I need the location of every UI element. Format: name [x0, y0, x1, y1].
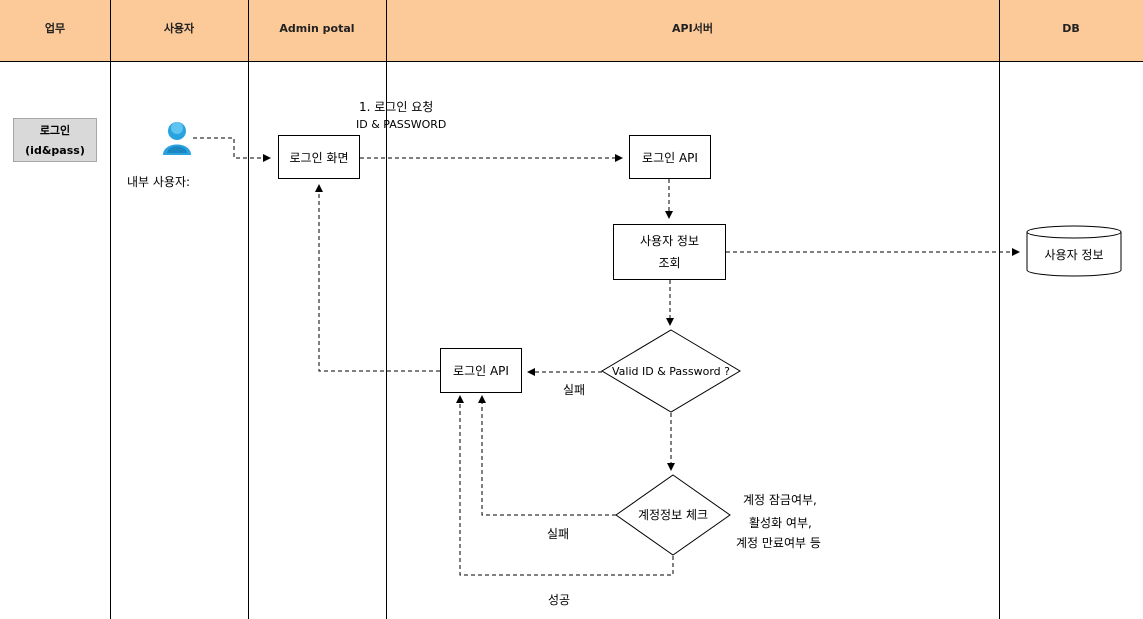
lane-divider: [386, 0, 387, 619]
node-login-api-top: 로그인 API: [629, 135, 711, 179]
task-login: 로그인 (id&pass): [13, 118, 97, 162]
lane-divider: [248, 0, 249, 619]
edge-label-login-request: 1. 로그인 요청: [359, 100, 434, 114]
edge-label-fail-2: 실패: [547, 527, 570, 541]
lane-divider: [110, 0, 111, 619]
node-user-query-line1: 사용자 정보: [639, 234, 699, 248]
user-icon: [163, 122, 191, 155]
swimlane-header: [0, 0, 1143, 61]
db-user-info-label: 사용자 정보: [1044, 248, 1103, 262]
lane-header-task: 업무: [44, 22, 66, 35]
decision-account-check-label: 계정정보 체크: [638, 508, 708, 522]
note-account-line1: 계정 잠금여부,: [743, 493, 817, 507]
node-login-screen-label: 로그인 화면: [289, 150, 349, 165]
edge-label-credentials: ID & PASSWORD: [356, 118, 447, 131]
edge-check-fail: [478, 395, 616, 516]
decision-valid-credentials-label: Valid ID & Password ?: [612, 365, 730, 378]
edge-label-success: 성공: [548, 593, 571, 607]
note-account-line3: 계정 만료여부 등: [736, 536, 821, 550]
node-user-query-line2: 조회: [658, 256, 681, 270]
lane-header-db: DB: [1062, 22, 1080, 35]
edge-api-to-screen: [315, 184, 440, 372]
node-login-api-mid-label: 로그인 API: [453, 364, 509, 378]
node-login-screen: 로그인 화면: [278, 135, 360, 179]
actor-label: 내부 사용자:: [127, 175, 191, 189]
lane-header-api-server: API서버: [672, 22, 713, 35]
edge-check-success: [456, 395, 674, 576]
lane-divider: [999, 0, 1000, 619]
edge-actor-to-login-screen: [193, 137, 271, 162]
header-divider: [0, 61, 1143, 62]
task-login-title: 로그인: [39, 124, 71, 137]
edge-label-fail-1: 실패: [563, 383, 586, 397]
lane-header-user: 사용자: [163, 22, 195, 35]
decision-account-check: [615, 474, 731, 556]
decision-valid-credentials: [601, 329, 741, 413]
task-login-subtitle: (id&pass): [25, 144, 85, 157]
node-login-api-mid: 로그인 API: [440, 348, 522, 393]
node-login-api-top-label: 로그인 API: [642, 150, 698, 165]
note-account-line2: 활성화 여부,: [749, 516, 812, 530]
node-user-query: 사용자 정보 조회: [613, 224, 726, 280]
lane-header-admin-portal: Admin potal: [279, 22, 355, 35]
db-cylinder: [1026, 225, 1122, 277]
